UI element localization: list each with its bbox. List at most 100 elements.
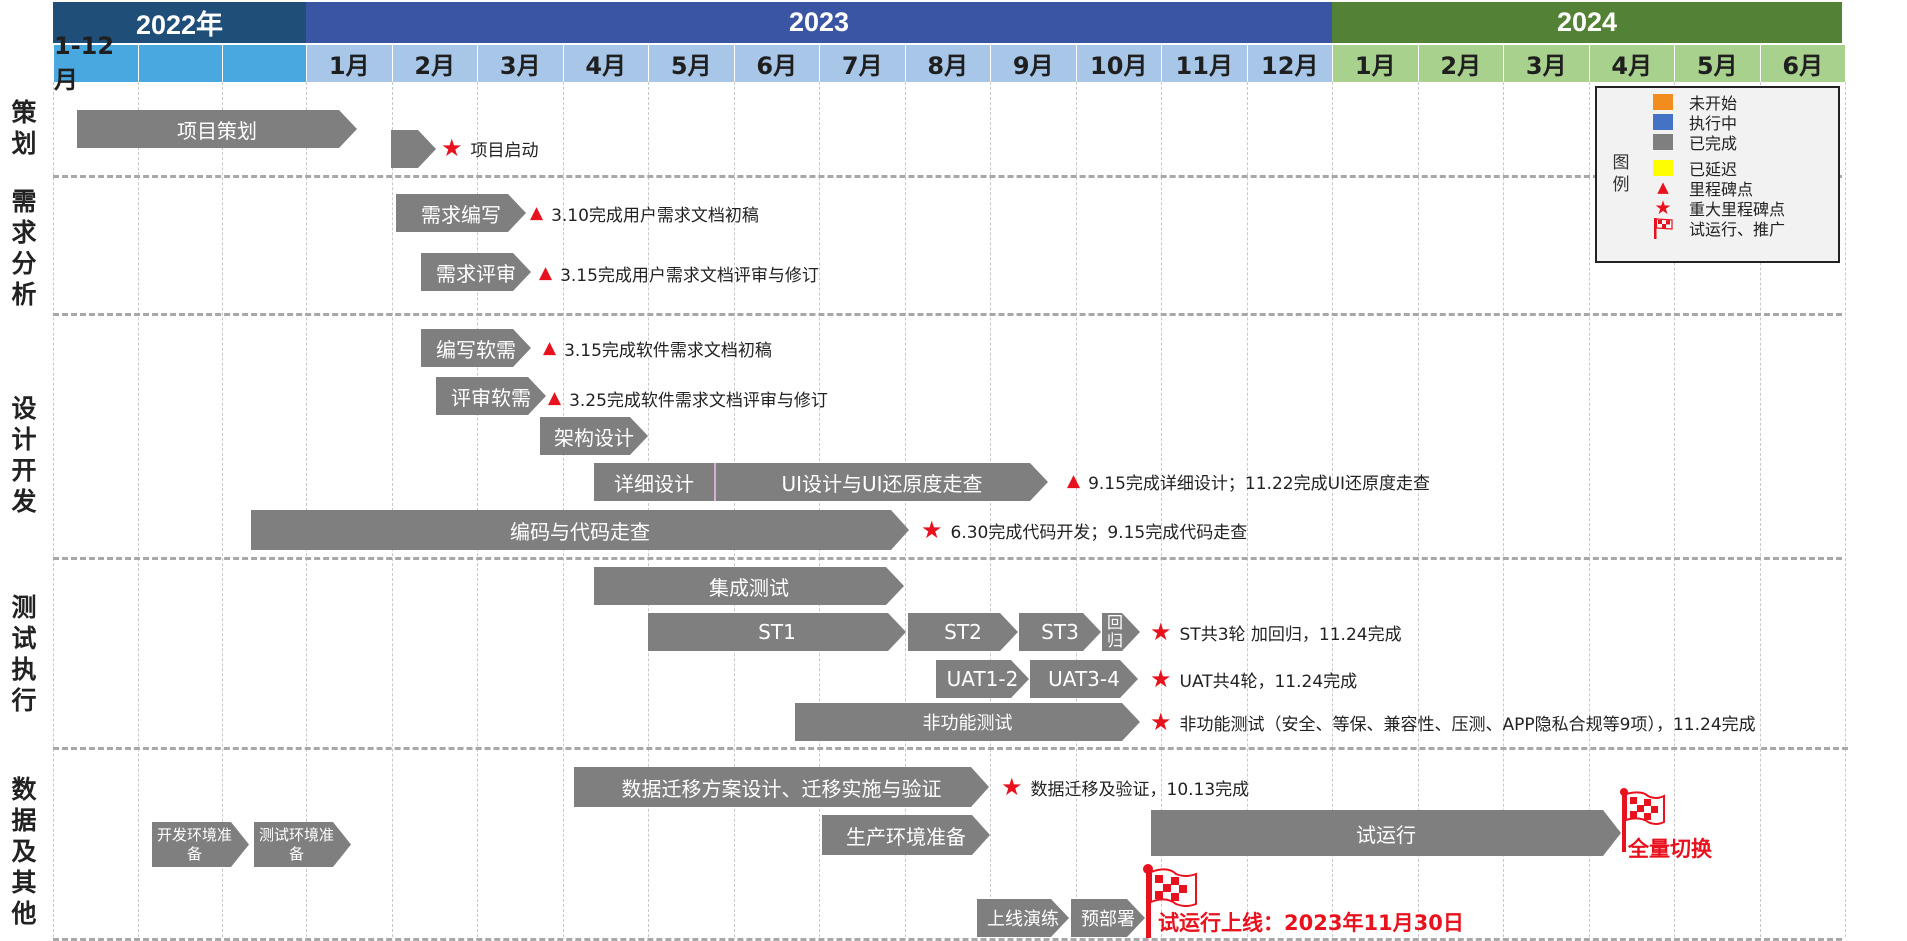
milestone-text: 9.15完成详细设计；11.22完成UI还原度走查 [1088,473,1431,494]
bar-test-env[interactable]: 测试环境准备 [254,822,351,867]
triangle-icon: ▲ [539,263,553,283]
phase-label-planning: 策划 [11,98,37,158]
bar-sw-req-writing[interactable]: 编写软需 [421,329,531,367]
month-cell: 1-12月 [53,32,138,94]
legend-swatch [1653,94,1673,110]
bar-detailed-design[interactable]: 详细设计 [594,463,716,501]
grid-line [562,82,564,937]
legend-item: ▲ 里程碑点 [1653,178,1785,199]
month-cell: 5月 [1674,45,1760,82]
phase-label-data-other: 数据及其他 [11,775,37,928]
phase-label-testing: 测试执行 [11,593,37,715]
bar-sw-req-review[interactable]: 评审软需 [436,377,546,415]
bar-nonfunctional-test[interactable]: 非功能测试 [795,703,1140,741]
bar-prod-env[interactable]: 生产环境准备 [822,815,990,855]
triangle-icon: ▲ [543,338,557,358]
legend-item: 未开始 [1653,92,1785,113]
milestone-nonfunctional: ★ 非功能测试（安全、等保、兼容性、压测、APP隐私合规等9项），11.24完成 [1150,708,1756,736]
month-cell [222,45,306,82]
bar-uat12[interactable]: UAT1-2 [936,660,1029,698]
triangle-icon: ▲ [1067,471,1081,491]
legend-box: 图例 未开始执行中已完成已延迟 ▲ 里程碑点★重大里程碑点试运行、推广 [1595,86,1840,263]
bar-req-writing[interactable]: 需求编写 [396,194,526,232]
grid-line [1845,82,1846,937]
milestone-text: 项目启动 [470,140,539,161]
star-icon: ★ [1150,618,1172,646]
milestone-text: 3.15完成软件需求文档初稿 [564,340,772,361]
grid-line [222,82,223,937]
milestone-text: 3.25完成软件需求文档评审与修订 [569,390,828,411]
month-cell: 9月 [990,45,1076,82]
star-icon: ★ [921,516,943,544]
bar-dev-env[interactable]: 开发环境准备 [152,822,249,867]
milestone-text: 6.30完成代码开发；9.15完成代码走查 [950,522,1248,543]
legend-item: 已完成 [1653,132,1785,153]
grid-line [138,82,139,937]
milestone-text: 3.10完成用户需求文档初稿 [551,205,759,226]
legend-item: 已延迟 [1653,158,1785,179]
star-icon: ★ [1001,773,1023,801]
bar-project-kickoff[interactable] [391,130,436,168]
star-icon: ★ [1150,708,1172,736]
milestone-text: 非功能测试（安全、等保、兼容性、压测、APP隐私合规等9项），11.24完成 [1179,714,1756,735]
month-cell: 2月 [1417,45,1503,82]
milestone-kickoff: ★项目启动 [441,136,539,161]
milestone-sw-req-review: ▲3.25完成软件需求文档评审与修订 [548,386,828,411]
phase-label-design-dev: 设计开发 [11,394,37,516]
bar-ui-design[interactable]: UI设计与UI还原度走查 [716,463,1048,501]
milestone-sw-req-draft: ▲ 3.15完成软件需求文档初稿 [543,336,772,361]
bar-uat34[interactable]: UAT3-4 [1030,660,1138,698]
bar-st3[interactable]: ST3 [1019,613,1101,651]
bar-integration-test[interactable]: 集成测试 [594,567,904,605]
legend-label: 试运行、推广 [1689,220,1786,239]
month-cell: 4月 [1588,45,1674,82]
phase-separator [53,557,1842,560]
bar-st2[interactable]: ST2 [908,613,1018,651]
legend-item: 执行中 [1653,112,1785,133]
milestone-text: UAT共4轮，11.24完成 [1179,671,1358,692]
milestone-text: 3.15完成用户需求文档评审与修订 [560,265,819,286]
bar-data-migration[interactable]: 数据迁移方案设计、迁移实施与验证 [574,767,989,807]
legend-label: 执行中 [1689,114,1738,133]
grid-line [904,82,906,937]
legend-title: 图例 [1612,153,1630,195]
bar-st1[interactable]: ST1 [648,613,906,651]
bar-architecture[interactable]: 架构设计 [540,417,648,455]
milestone-detailed-design: ▲ 9.15完成详细设计；11.22完成UI还原度走查 [1067,469,1431,494]
bar-launch-rehearsal[interactable]: 上线演练 [977,899,1069,937]
bar-regression[interactable]: 回归 [1102,613,1140,651]
month-cell: 11月 [1161,45,1247,82]
bar-trial-run[interactable]: 试运行 [1151,810,1621,856]
legend-items: 未开始执行中已完成已延迟 ▲ 里程碑点★重大里程碑点试运行、推广 [1653,92,1786,239]
grid-line [1075,82,1077,937]
star-icon: ★ [1654,197,1672,219]
flag-full-switch-icon [1620,788,1665,852]
bar-coding[interactable]: 编码与代码走查 [251,510,909,550]
month-cell: 2月 [391,45,477,82]
bar-pre-deploy[interactable]: 预部署 [1071,899,1145,937]
milestone-st: ★ST共3轮 加回归，11.24完成 [1150,618,1402,646]
bar-project-planning[interactable]: 项目策划 [77,110,357,148]
month-cell: 3月 [477,45,563,82]
month-cell: 5月 [648,45,734,82]
month-cell: 10月 [1075,45,1161,82]
month-cell: 6月 [733,45,819,82]
grid-line [1759,82,1761,937]
phase-label-requirements: 需求分析 [11,187,37,309]
year-2023: 2023 [306,2,1332,43]
legend-label: 里程碑点 [1689,180,1754,199]
bar-req-review[interactable]: 需求评审 [421,253,531,291]
year-2022: 2022年 [53,2,306,43]
milestone-uat: ★UAT共4轮，11.24完成 [1150,667,1358,692]
month-cell: 7月 [819,45,905,82]
grid-line [391,82,393,937]
grid-line [1417,82,1419,937]
legend-label: 已延迟 [1689,160,1738,179]
milestone-req-review: ▲ 3.15完成用户需求文档评审与修订 [539,261,819,286]
flag-icon [1654,218,1673,239]
grid-line [648,82,649,937]
grid-line [1588,82,1590,937]
legend-item: ★重大里程碑点 [1653,197,1785,219]
grid-line [1332,82,1333,937]
triangle-icon: ▲ [1657,178,1669,196]
